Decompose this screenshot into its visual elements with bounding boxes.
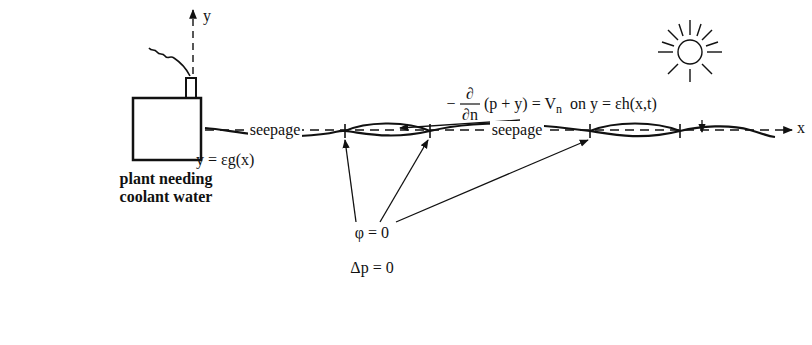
condition-label: φ = 0: [355, 224, 389, 242]
plant-chimney: [186, 78, 196, 98]
smoke: [149, 48, 190, 76]
region-label: seepage: [490, 121, 545, 139]
equation-subscript: n: [556, 103, 562, 116]
equation-part: ∂n: [462, 106, 478, 124]
axis-label: x: [797, 119, 805, 137]
equation-part: −: [446, 95, 455, 113]
y-axis: [192, 10, 193, 74]
axis-label: y: [203, 7, 211, 25]
fraction-bar: [460, 103, 480, 104]
equation-part: on y = εh(x,t): [570, 95, 657, 113]
curve-label: y = εg(x): [196, 151, 254, 169]
condition-label: Δp = 0: [350, 259, 393, 277]
region-label: seepage: [248, 121, 303, 139]
plant-building: [133, 98, 201, 160]
equation-part: ∂: [466, 85, 474, 103]
water-surface: [590, 124, 680, 132]
plant-label: plant needing coolant water: [110, 170, 222, 205]
equation-part: (p + y) = V: [484, 95, 556, 113]
sun: [658, 20, 722, 82]
leader-arrows: [345, 120, 702, 222]
